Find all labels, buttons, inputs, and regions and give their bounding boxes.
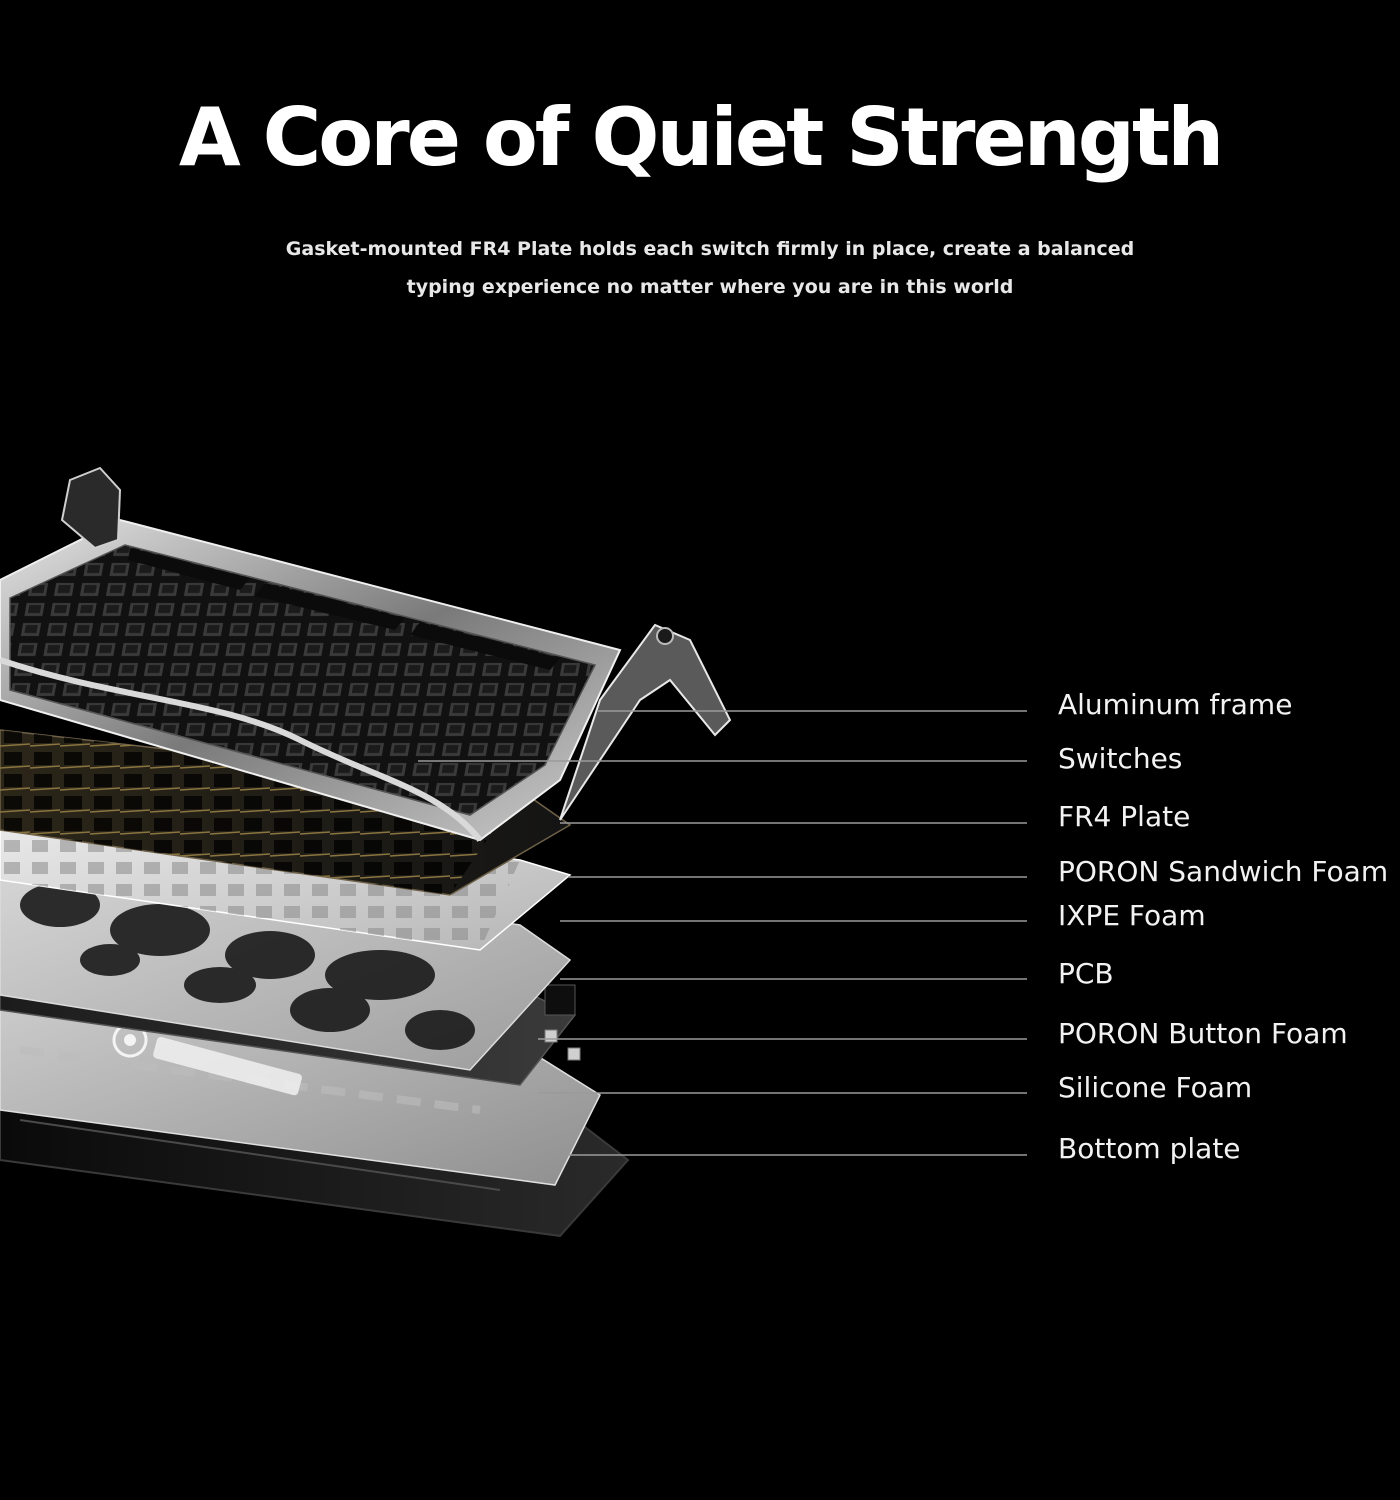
- leader-lines: [418, 710, 1027, 1156]
- label-poron-button-foam: PORON Button Foam: [1058, 1017, 1348, 1050]
- label-poron-sandwich-foam: PORON Sandwich Foam: [1058, 855, 1389, 888]
- label-fr4-plate: FR4 Plate: [1058, 800, 1191, 833]
- layer-aluminum-frame: [0, 466, 732, 842]
- label-switches: Switches: [1058, 742, 1183, 775]
- label-aluminum-frame: Aluminum frame: [1058, 688, 1293, 721]
- label-ixpe-foam: IXPE Foam: [1058, 899, 1206, 932]
- label-silicone-foam: Silicone Foam: [1058, 1071, 1253, 1104]
- page-title: A Core of Quiet Strength: [178, 91, 1224, 184]
- label-bottom-plate: Bottom plate: [1058, 1132, 1241, 1165]
- keyboard-exploded-view: [0, 466, 1027, 1238]
- label-pcb: PCB: [1058, 957, 1114, 990]
- page-subtitle: Gasket-mounted FR4 Plate holds each swit…: [285, 238, 1135, 298]
